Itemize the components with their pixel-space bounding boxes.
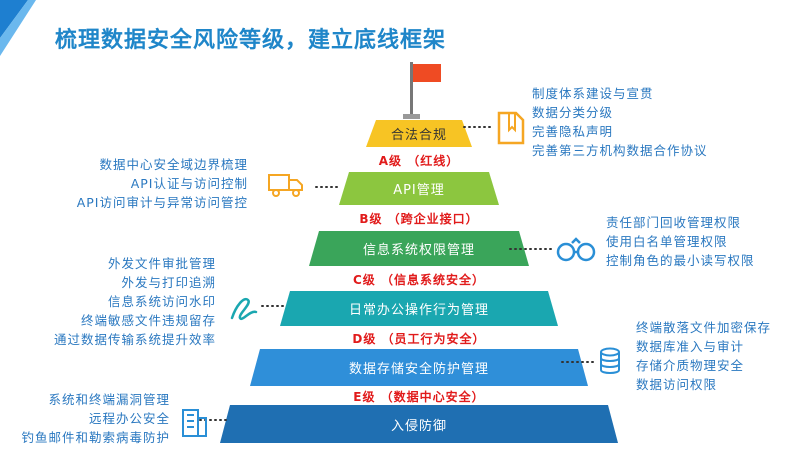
tier-shape-2 — [339, 172, 499, 205]
tier-intrusion: 入侵防御 — [390, 418, 447, 434]
note-item: 数据库准入与审计 — [636, 339, 745, 354]
tier-shape-3 — [309, 231, 529, 266]
tier-shape-1 — [366, 120, 472, 147]
note-item: API认证与访问控制 — [130, 176, 248, 191]
note-item: 钓鱼邮件和勒索病毒防护 — [21, 430, 170, 445]
note-item: 通过数据传输系统提升效率 — [53, 332, 216, 347]
note-item: 系统和终端漏洞管理 — [48, 392, 170, 407]
note-item: 外发文件审批管理 — [107, 256, 216, 271]
corner-decoration — [0, 0, 36, 56]
tier-office: 日常办公操作行为管理 — [348, 303, 489, 318]
page-title: 梳理数据安全风险等级，建立底线框架 — [55, 28, 447, 53]
note-item: 数据分类分级 — [532, 105, 614, 120]
note-item: 使用白名单管理权限 — [606, 234, 728, 249]
truck-icon — [268, 174, 303, 197]
notes-compliance: 制度体系建设与宣贯 数据分类分级 完善隐私声明 完善第三方机构数据合作协议 — [532, 84, 708, 160]
note-item: 制度体系建设与宣贯 — [532, 86, 654, 101]
note-item: 外发与打印追溯 — [121, 275, 216, 290]
tier-compliance: 合法合规 — [390, 128, 447, 143]
tier-api: API管理 — [393, 183, 445, 198]
note-item: 终端敏感文件违规留存 — [80, 313, 216, 328]
tier-shape-5 — [250, 349, 588, 386]
tier-storage: 数据存储安全防护管理 — [348, 362, 489, 377]
level-a: A级 （红线） — [378, 153, 460, 168]
building-icon — [182, 409, 207, 437]
note-item: 控制角色的最小读写权限 — [606, 253, 755, 268]
notes-intrusion: 系统和终端漏洞管理 远程办公安全 钓鱼邮件和勒索病毒防护 — [2, 390, 170, 447]
notes-office: 外发文件审批管理 外发与打印追溯 信息系统访问水印 终端敏感文件违规留存 通过数… — [10, 254, 216, 349]
signature-icon — [230, 297, 258, 321]
document-icon — [497, 111, 525, 145]
note-item: 存储介质物理安全 — [636, 358, 745, 373]
notes-storage: 终端散落文件加密保存 数据库准入与审计 存储介质物理安全 数据访问权限 — [636, 318, 771, 394]
note-item: API访问审计与异常访问管控 — [76, 195, 248, 210]
note-item: 终端散落文件加密保存 — [636, 320, 772, 335]
level-e: E级 （数据中心安全） — [353, 389, 485, 404]
level-d: D级 （员工行为安全） — [352, 331, 486, 346]
note-item: 完善第三方机构数据合作协议 — [532, 143, 708, 158]
binoculars-icon — [556, 237, 596, 262]
flag-icon — [403, 62, 441, 119]
note-item: 数据中心安全域边界梳理 — [99, 157, 248, 172]
tier-permission: 信息系统权限管理 — [362, 243, 475, 258]
note-item: 远程办公安全 — [88, 411, 170, 426]
tier-shape-4 — [280, 291, 558, 326]
level-b: B级 （跨企业接口） — [359, 211, 479, 226]
note-item: 数据访问权限 — [636, 377, 718, 392]
notes-api: 数据中心安全域边界梳理 API认证与访问控制 API访问审计与异常访问管控 — [36, 155, 248, 212]
note-item: 责任部门回收管理权限 — [606, 215, 742, 230]
tier-shape-6 — [220, 405, 618, 443]
note-item: 信息系统访问水印 — [107, 294, 216, 309]
database-icon — [600, 347, 620, 374]
level-c: C级 （信息系统安全） — [353, 272, 485, 287]
notes-permission: 责任部门回收管理权限 使用白名单管理权限 控制角色的最小读写权限 — [606, 213, 755, 270]
note-item: 完善隐私声明 — [532, 124, 614, 139]
